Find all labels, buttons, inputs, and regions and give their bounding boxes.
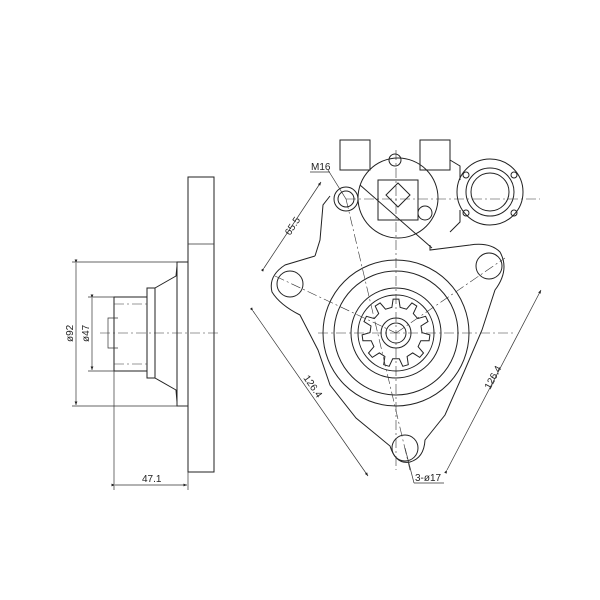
mount-hole-right (475, 252, 503, 280)
dim-length: 47.1 (142, 474, 162, 485)
dim-holes: 3-ø17 (415, 473, 442, 484)
dim-offset: 65.5 (283, 215, 303, 238)
mount-hole-left (276, 270, 304, 298)
nose-body (176, 261, 189, 407)
front-view: M16 65.5 126.4 126.4 3-ø17 (249, 139, 542, 484)
dim-thread: M16 (311, 162, 331, 173)
dim-pcd-left: 126.4 (301, 373, 325, 400)
pinion-shaft (113, 296, 147, 372)
solenoid (333, 139, 524, 249)
dim-pcd-right: 126.4 (483, 364, 505, 392)
mount-hole-bottom (391, 434, 419, 462)
side-view: ø92 ø47 47.1 (65, 176, 220, 490)
terminal-cap (456, 158, 524, 226)
m16-terminal (333, 186, 359, 212)
dim-outer-diameter: ø92 (65, 324, 76, 342)
mounting-flange (187, 176, 215, 473)
dim-pilot-diameter: ø47 (81, 324, 92, 342)
nose-cone (154, 265, 178, 403)
